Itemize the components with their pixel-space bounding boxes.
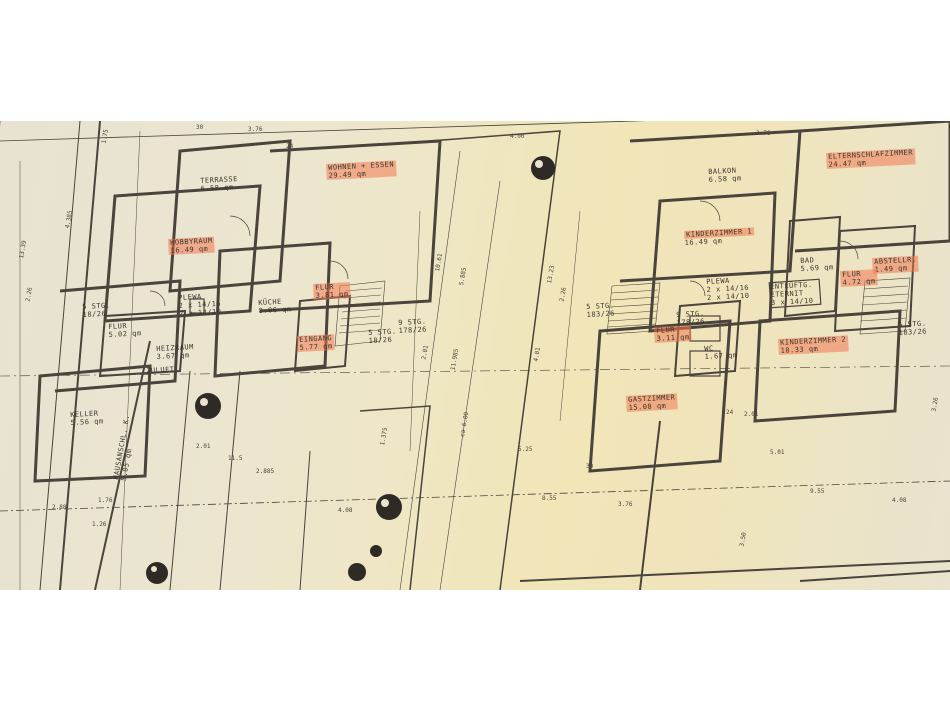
annotation-plewa-right: PLEWA 2 x 14/16 2 x 14/10 bbox=[706, 276, 750, 302]
annotation-stair-2: 9 STG. 178/26 bbox=[398, 318, 427, 335]
stair-dim: 18/26 bbox=[82, 309, 107, 319]
dimension-label: 3.76 bbox=[248, 126, 263, 133]
annotation-entluftung: ENTLÜFTG. ETERNIT 3 x 14/10 bbox=[770, 281, 814, 307]
stair-dim: 178/26 bbox=[398, 325, 428, 335]
room-flur-eg: FLUR 3.81 qm bbox=[313, 282, 351, 300]
dimension-label: 8.55 bbox=[542, 495, 557, 502]
dimension-label: 5.01 bbox=[770, 449, 785, 456]
room-flur-og: FLUR 4.72 qm bbox=[840, 269, 878, 287]
room-flur-dg: FLUR 3.11 qm bbox=[654, 325, 692, 343]
room-wc: WC 1.67 qm bbox=[704, 343, 738, 361]
stair-dim: 183/26 bbox=[898, 327, 928, 337]
room-hobbyraum: HOBBYRAUM 16.49 qm bbox=[168, 236, 216, 255]
room-terrasse: TERRASSE 6.58 qm bbox=[200, 175, 239, 193]
room-heizraum: HEIZRAUM 3.67 qm bbox=[156, 343, 195, 361]
annotation-stair-4: 5 STG. 183/26 bbox=[586, 302, 615, 319]
room-flur-kg: FLUR 5.02 qm bbox=[108, 321, 142, 339]
dimension-label: 2.01 bbox=[744, 411, 759, 418]
annotation-stair-3: 5 STG. 18/26 bbox=[368, 328, 397, 345]
dimension-label: 2.885 bbox=[256, 468, 275, 475]
dimension-label: 9.55 bbox=[810, 488, 825, 495]
dimension-label: 11.5 bbox=[228, 455, 243, 462]
dimension-label: 4.08 bbox=[892, 497, 907, 504]
dimension-label: 4.00 bbox=[510, 133, 525, 140]
floor-plan-photo: TERRASSE 6.58 qm WOHNEN + ESSEN 29.49 qm… bbox=[0, 121, 950, 590]
label-zuluft: ZULUFT bbox=[146, 365, 175, 375]
dimension-label: 4.08 bbox=[338, 507, 353, 514]
dimension-label: 30 bbox=[196, 124, 204, 131]
dimension-label: 3.76 bbox=[756, 130, 771, 137]
stair-dim: 183/26 bbox=[586, 309, 616, 319]
annotation-stair-6: 5 STG. 183/26 bbox=[898, 320, 927, 337]
room-gastzimmer: GASTZIMMER 15.08 qm bbox=[626, 393, 678, 412]
dimension-label: 5.25 bbox=[518, 446, 533, 453]
room-abstellr: ABSTELLR. 1.49 qm bbox=[872, 255, 920, 274]
dimension-label: 1.26 bbox=[92, 521, 107, 528]
stair-dim: 178/26 bbox=[676, 317, 706, 327]
dimension-label: 1.76 bbox=[98, 497, 113, 504]
floor-plan-drawing bbox=[0, 121, 950, 590]
annotation-stair-5: 9 STG. 178/26 bbox=[676, 310, 705, 327]
dimension-label: 24 bbox=[286, 143, 294, 150]
annotation-plewa-left: PLEWA 2 x 14/16 2 x 14/10 bbox=[178, 292, 222, 318]
room-balkon: BALKON 6.58 qm bbox=[708, 166, 742, 184]
room-eingang: EINGANG 5.77 qm bbox=[297, 334, 335, 352]
dimension-label: 24 bbox=[726, 409, 734, 416]
room-bad: BAD 5.69 qm bbox=[800, 255, 834, 273]
room-keller: KELLER 5.56 qm bbox=[70, 409, 104, 427]
room-kueche: KÜCHE 8.06 qm bbox=[258, 297, 292, 315]
dimension-label: 2.01 bbox=[196, 443, 211, 450]
annotation-stair-1: 5 STG. 18/26 bbox=[82, 302, 111, 319]
dimension-label: 30 bbox=[586, 463, 594, 470]
stair-dim: 18/26 bbox=[368, 335, 393, 345]
dimension-label: 3.76 bbox=[618, 501, 633, 508]
dimension-label: 2.88 bbox=[52, 504, 67, 511]
